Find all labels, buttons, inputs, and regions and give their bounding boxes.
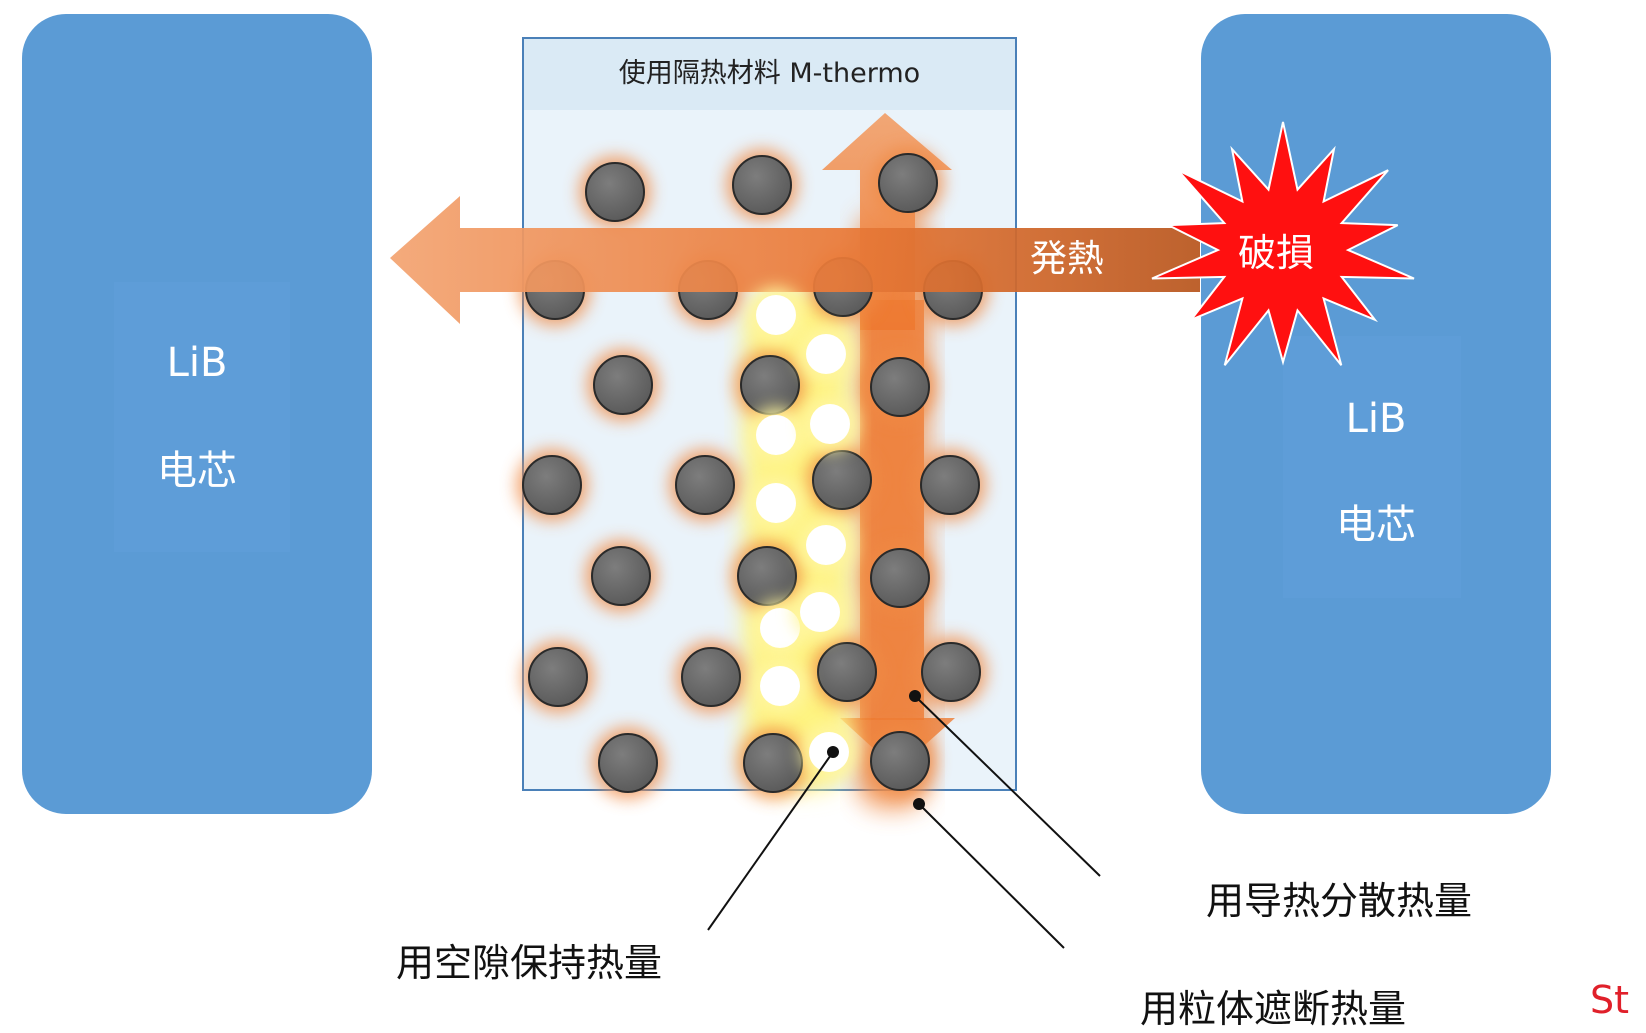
particle bbox=[743, 733, 803, 793]
particle bbox=[522, 455, 582, 515]
particle bbox=[528, 647, 588, 707]
corner-mark: St bbox=[1590, 978, 1630, 1022]
void-callout-dot bbox=[827, 746, 839, 758]
void bbox=[756, 483, 796, 523]
void bbox=[810, 404, 850, 444]
particle bbox=[740, 355, 800, 415]
material-title: 使用隔热材料 M-thermo bbox=[618, 58, 921, 89]
left-cell-label-core: 电芯 bbox=[157, 448, 237, 494]
particle bbox=[920, 455, 980, 515]
left-cell-inner-panel bbox=[114, 282, 290, 552]
particle bbox=[817, 642, 877, 702]
conduction-callout-dot bbox=[909, 690, 921, 702]
callout-lines bbox=[707, 695, 1101, 949]
void bbox=[806, 334, 846, 374]
void-layer bbox=[748, 287, 858, 780]
heat-arrow-icon bbox=[390, 196, 1200, 324]
right-cell-label-lib: LiB bbox=[1345, 396, 1407, 442]
void-callout-line bbox=[707, 751, 834, 931]
void bbox=[760, 666, 800, 706]
damage-label: 破損 bbox=[1238, 231, 1315, 275]
particle bbox=[870, 357, 930, 417]
material-title-band bbox=[524, 39, 1015, 110]
particle bbox=[870, 548, 930, 608]
conduction-callout-line bbox=[914, 695, 1101, 877]
void bbox=[806, 525, 846, 565]
particle bbox=[732, 155, 792, 215]
particle bbox=[593, 355, 653, 415]
particle-layer bbox=[516, 147, 989, 799]
particle bbox=[675, 455, 735, 515]
particle bbox=[591, 546, 651, 606]
void bbox=[760, 608, 800, 648]
particle bbox=[870, 731, 930, 791]
particle bbox=[681, 647, 741, 707]
particle-callout-dot bbox=[913, 798, 925, 810]
particle bbox=[812, 450, 872, 510]
right-lib-cell: LiB 电芯 bbox=[1201, 14, 1551, 814]
callout-particles: 用粒体遮断热量 bbox=[1140, 987, 1407, 1031]
insulation-diagram bbox=[390, 37, 1415, 949]
left-lib-cell: LiB 电芯 bbox=[22, 14, 372, 814]
particle bbox=[585, 162, 645, 222]
particle bbox=[598, 733, 658, 793]
particle bbox=[737, 546, 797, 606]
callout-voids: 用空隙保持热量 bbox=[396, 941, 663, 985]
right-cell-inner-panel bbox=[1283, 336, 1461, 598]
damage-burst-icon bbox=[1151, 121, 1415, 366]
heat-label: 発熱 bbox=[1030, 237, 1104, 280]
particle bbox=[878, 153, 938, 213]
right-cell-label-core: 电芯 bbox=[1336, 502, 1416, 548]
void bbox=[756, 295, 796, 335]
callout-conduction: 用导热分散热量 bbox=[1206, 879, 1473, 923]
void bbox=[756, 415, 796, 455]
left-cell-label-lib: LiB bbox=[166, 340, 228, 386]
void bbox=[800, 592, 840, 632]
particle-callout-line bbox=[918, 803, 1065, 949]
particle bbox=[921, 642, 981, 702]
